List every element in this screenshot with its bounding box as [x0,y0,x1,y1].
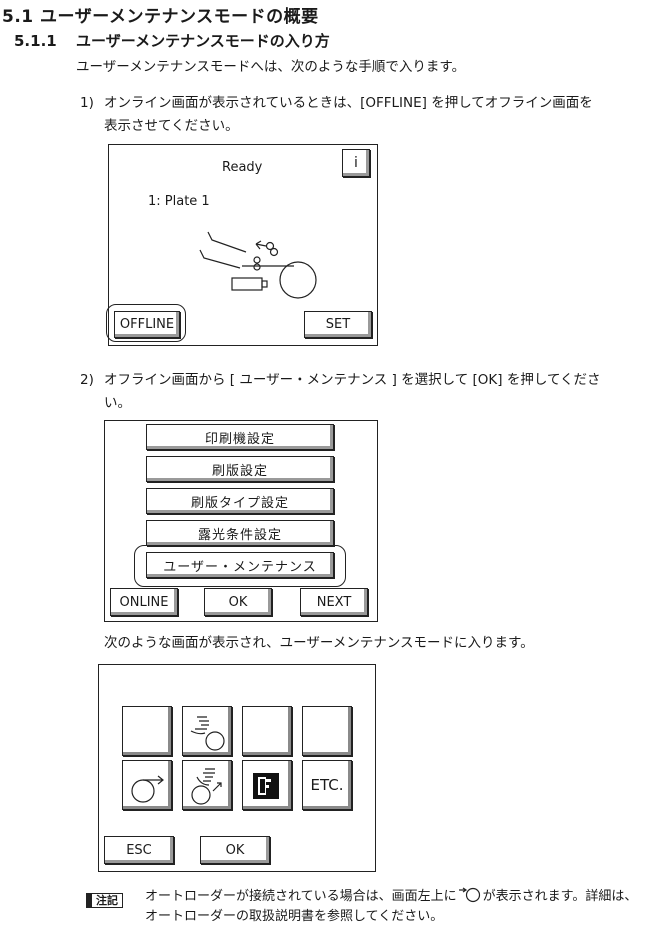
online-button[interactable]: ONLINE [110,588,178,616]
ok-button[interactable]: OK [204,588,272,616]
etc-button[interactable]: ETC. [302,760,352,810]
menu-item-press-settings[interactable]: 印刷機設定 [146,424,334,450]
subsection-heading: 5.1.1 ユーザーメンテナンスモードの入り方 [14,30,330,51]
drum-rotate-icon [131,775,164,803]
info-button[interactable]: i [342,149,370,177]
ok-button-maintenance[interactable]: OK [200,836,270,864]
maintenance-slot-4[interactable] [302,706,352,756]
step2-marker: 2) [80,372,94,388]
section-heading: 5.1 ユーザーメンテナンスモードの概要 [2,2,319,27]
plate-loader-diagram [199,231,317,299]
set-button[interactable]: SET [304,311,372,338]
maintenance-plate-load[interactable] [182,760,232,810]
note-label-box: 注記 [86,889,123,908]
maintenance-slot-3[interactable] [242,706,292,756]
section-number: 5.1 [2,7,34,27]
note-label: 注記 [86,893,123,908]
menu-item-exposure-settings[interactable]: 露光条件設定 [146,520,334,546]
menu-item-user-maintenance[interactable]: ユーザー・メンテナンス [146,552,334,578]
menu-item-plate-type-settings[interactable]: 刷版タイプ設定 [146,488,334,514]
offline-button[interactable]: OFFLINE [114,311,180,338]
maintenance-file-f[interactable] [242,760,292,810]
note-line1: オートローダーが接続されている場合は、画面左上に が表示されます。詳細は、 [145,887,650,907]
plate-load-icon [191,768,222,805]
next-button[interactable]: NEXT [300,588,368,616]
status-ready: Ready [222,160,263,175]
plate-label: 1: Plate 1 [148,194,210,209]
section-title: ユーザーメンテナンスモードの概要 [40,7,319,27]
subsection-number: 5.1.1 [14,32,57,50]
highlight-user-maintenance [134,545,346,587]
maintenance-slot-1[interactable] [122,706,172,756]
step1-line2: 表示させてください。 [104,118,239,134]
subsection-title: ユーザーメンテナンスモードの入り方 [76,32,330,50]
step2-line1: オフライン画面から [ ユーザー・メンテナンス ] を選択して [OK] を押し… [104,372,601,388]
step2-line2: い。 [104,395,131,411]
maintenance-drum-rotate[interactable] [122,760,172,810]
step1-line1: オンライン画面が表示されているときは、[OFFLINE] を押してオフライン画面… [104,95,593,111]
intro-text: ユーザーメンテナンスモードへは、次のような手順で入ります。 [76,59,466,75]
plate-feed-icon [190,716,225,751]
file-f-icon [253,773,279,799]
note-line2: オートローダーの取扱説明書を参照してください。 [145,909,444,924]
menu-item-plate-settings[interactable]: 刷版設定 [146,456,334,482]
step1-marker: 1) [80,95,94,111]
autoloader-icon [458,887,480,903]
esc-button[interactable]: ESC [104,836,174,864]
note-line1-b: が表示されます。詳細は、 [482,889,638,904]
note-line1-a: オートローダーが接続されている場合は、画面左上に [145,889,457,904]
highlight-offline [106,304,186,342]
maintenance-plate-feed[interactable] [182,706,232,756]
result-text: 次のような画面が表示され、ユーザーメンテナンスモードに入ります。 [104,635,534,651]
